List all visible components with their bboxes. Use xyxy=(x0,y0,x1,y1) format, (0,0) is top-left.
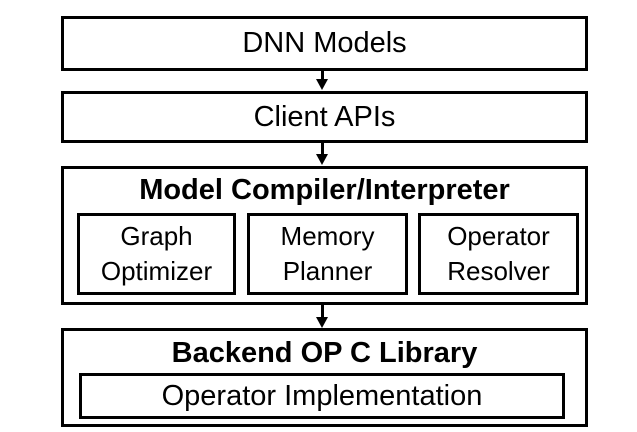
memory-planner-box: Memory Planner xyxy=(247,213,408,295)
arrow-models-to-apis-head xyxy=(316,79,328,90)
client-apis-label: Client APIs xyxy=(253,100,396,133)
arrow-compiler-to-backend-head xyxy=(316,317,328,328)
dnn-models-label: DNN Models xyxy=(242,27,407,59)
backend-library-title: Backend OP C Library xyxy=(171,337,478,369)
operator-implementation-label: Operator Implementation xyxy=(161,379,483,412)
operator-resolver-line2: Resolver xyxy=(447,256,550,286)
operator-resolver-line1: Operator xyxy=(447,221,550,251)
operator-implementation-box: Operator Implementation xyxy=(79,373,565,419)
client-apis-box: Client APIs xyxy=(61,91,588,143)
model-compiler-title: Model Compiler/Interpreter xyxy=(139,174,510,206)
graph-optimizer-line1: Graph xyxy=(120,221,193,251)
memory-planner-line2: Planner xyxy=(282,256,373,286)
arrow-compiler-to-backend-shaft xyxy=(321,305,324,317)
dnn-models-box: DNN Models xyxy=(61,16,588,71)
arrow-models-to-apis-shaft xyxy=(321,71,324,81)
graph-optimizer-box: Graph Optimizer xyxy=(77,213,236,295)
operator-resolver-box: Operator Resolver xyxy=(418,213,579,295)
arrow-apis-to-compiler-shaft xyxy=(321,143,324,154)
model-compiler-box: Model Compiler/Interpreter Graph Optimiz… xyxy=(61,166,588,305)
memory-planner-line1: Memory xyxy=(280,221,375,251)
graph-optimizer-line2: Optimizer xyxy=(100,256,213,286)
arrow-apis-to-compiler-head xyxy=(316,154,328,165)
backend-library-box: Backend OP C Library Operator Implementa… xyxy=(61,328,588,427)
